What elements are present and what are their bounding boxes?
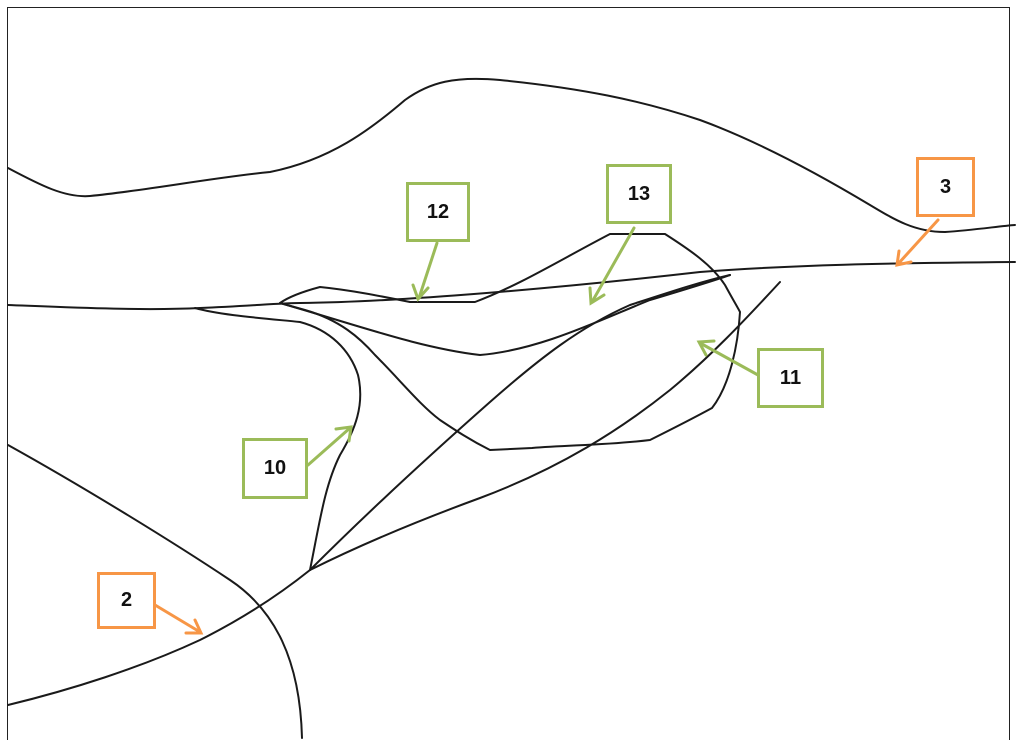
label-box-13: 13 — [606, 164, 672, 224]
label-box-3: 3 — [916, 157, 975, 217]
upper-ridge-line — [7, 77, 1016, 233]
label-text-11: 11 — [779, 366, 802, 389]
lower-road-line — [7, 569, 311, 706]
label-box-11: 11 — [757, 348, 824, 408]
label-box-2: 2 — [97, 572, 156, 629]
label-text-10: 10 — [263, 457, 287, 479]
upper-inner-road-line — [279, 274, 731, 356]
label-text-3: 3 — [939, 175, 952, 198]
label-box-12: 12 — [406, 182, 470, 242]
label-text-12: 12 — [426, 200, 450, 223]
leader-arrows — [153, 218, 940, 635]
diagonal-upper-line — [309, 274, 731, 571]
arrow-11 — [696, 339, 760, 377]
label-box-10: 10 — [242, 438, 308, 499]
left-curve-line — [7, 444, 303, 739]
arrow-2 — [153, 603, 204, 635]
diagonal-lower-line — [309, 281, 781, 571]
arrow-3 — [895, 218, 940, 267]
lobe-12-13-line — [279, 233, 741, 451]
arrow-12 — [411, 241, 439, 302]
region-10-left-line — [194, 307, 362, 571]
label-text-13: 13 — [627, 182, 651, 205]
arrow-10 — [306, 425, 353, 467]
diagram-frame — [7, 7, 1010, 740]
arrow-13 — [588, 226, 636, 306]
label-text-2: 2 — [120, 589, 133, 611]
